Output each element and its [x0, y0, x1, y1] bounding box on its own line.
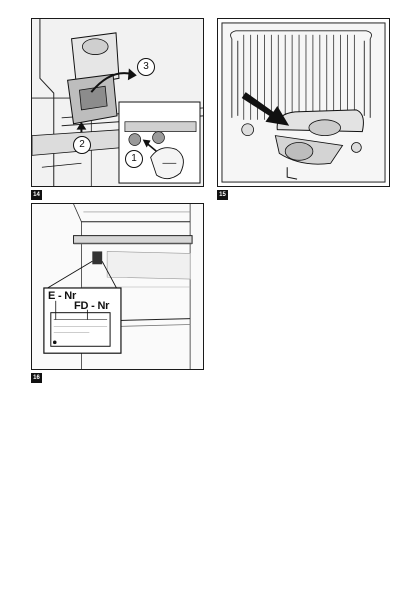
figure-14-illustration	[32, 19, 203, 186]
figure-16-label: 16	[31, 373, 42, 383]
figure-16-panel: E - Nr FD - Nr	[31, 203, 204, 370]
figure-15-label: 15	[217, 190, 228, 200]
callout-3: 3	[137, 58, 155, 76]
figure-14-panel: 1 2 3	[31, 18, 204, 187]
figure-15-panel	[217, 18, 390, 187]
figure-16-illustration	[32, 204, 203, 369]
callout-1: 1	[125, 150, 143, 168]
e-nr-label: E - Nr	[48, 290, 77, 302]
figure-14-label: 14	[31, 190, 42, 200]
figure-15-illustration	[218, 19, 389, 186]
callout-2: 2	[73, 136, 91, 154]
fd-nr-label: FD - Nr	[74, 300, 110, 312]
